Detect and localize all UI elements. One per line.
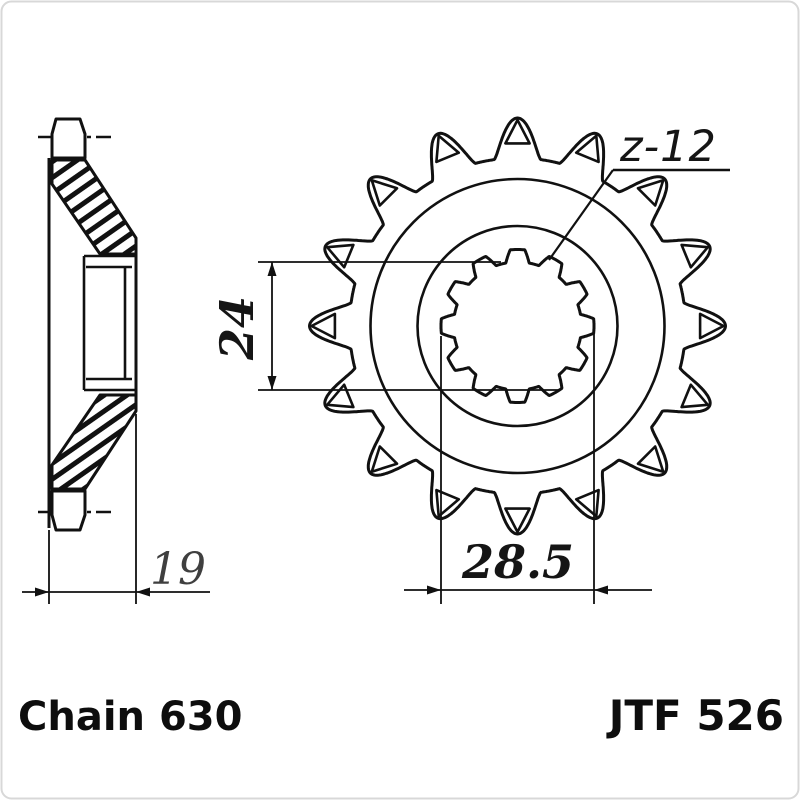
dimension-arrow xyxy=(35,587,49,597)
section-tooth-bottom xyxy=(50,489,87,532)
dimension-arrow xyxy=(267,262,277,276)
web-section-bottom-hatched xyxy=(50,393,138,491)
leader-line xyxy=(548,169,614,261)
section-tooth-top xyxy=(50,117,87,160)
front-view: 24 28.5 z-12 xyxy=(210,116,730,604)
web-section-top-hatched xyxy=(50,158,138,256)
dimension-arrow xyxy=(594,585,608,595)
teeth-count-label: z-12 xyxy=(619,122,717,172)
spline-minor-dimension: 24 xyxy=(210,296,264,361)
spline-bore-outline xyxy=(439,248,596,404)
part-number-label: JTF 526 xyxy=(606,691,784,740)
hub-shoulder-circle xyxy=(369,177,666,475)
chain-size-label: Chain 630 xyxy=(18,694,242,740)
tooth-chamfer-marks xyxy=(310,118,725,534)
hub-width-dimension: 19 xyxy=(150,544,206,595)
spline-major-dimension: 28.5 xyxy=(461,535,574,589)
dimension-arrow xyxy=(267,376,277,390)
dimension-arrow xyxy=(136,587,150,597)
dimension-arrow xyxy=(427,585,441,595)
hub-boss-circle xyxy=(416,224,619,428)
side-section-view: 19 xyxy=(22,117,210,604)
